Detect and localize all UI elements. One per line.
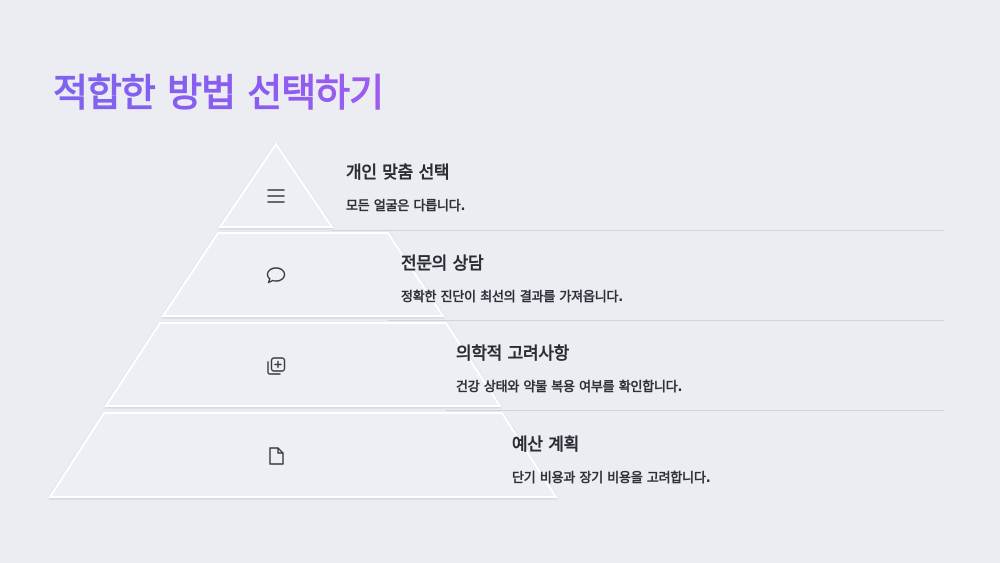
level-3-heading: 의학적 고려사항 — [456, 344, 569, 364]
level-3-description: 건강 상태와 약물 복용 여부를 확인합니다. — [456, 380, 683, 395]
level-4-text: 예산 계획 단기 비용과 장기 비용을 고려합니다. — [512, 430, 711, 486]
speech-bubble-icon — [265, 264, 287, 286]
divider-3 — [446, 410, 944, 411]
level-4-description: 단기 비용과 장기 비용을 고려합니다. — [512, 471, 711, 486]
page-title: 적합한 방법 선택하기 — [53, 62, 384, 117]
pyramid-level-2 — [161, 232, 445, 317]
level-1-heading: 개인 맞춤 선택 — [346, 163, 450, 183]
level-2-heading: 전문의 상담 — [401, 254, 484, 274]
pyramid-level-1 — [218, 142, 334, 228]
document-icon — [265, 445, 287, 467]
pyramid-level-4 — [48, 412, 558, 498]
level-1-description: 모든 얼굴은 다릅니다. — [346, 199, 466, 214]
pyramid-level-3 — [104, 322, 502, 407]
level-1-text: 개인 맞춤 선택 모든 얼굴은 다릅니다. — [346, 158, 465, 214]
menu-icon — [265, 185, 287, 207]
divider-2 — [388, 320, 944, 321]
level-3-text: 의학적 고려사항 건강 상태와 약물 복용 여부를 확인합니다. — [456, 339, 682, 395]
level-2-text: 전문의 상담 정확한 진단이 최선의 결과를 가져옵니다. — [401, 249, 623, 305]
medical-cross-icon — [265, 355, 287, 377]
divider-1 — [332, 230, 944, 231]
level-2-description: 정확한 진단이 최선의 결과를 가져옵니다. — [401, 290, 623, 305]
level-4-heading: 예산 계획 — [512, 435, 579, 455]
